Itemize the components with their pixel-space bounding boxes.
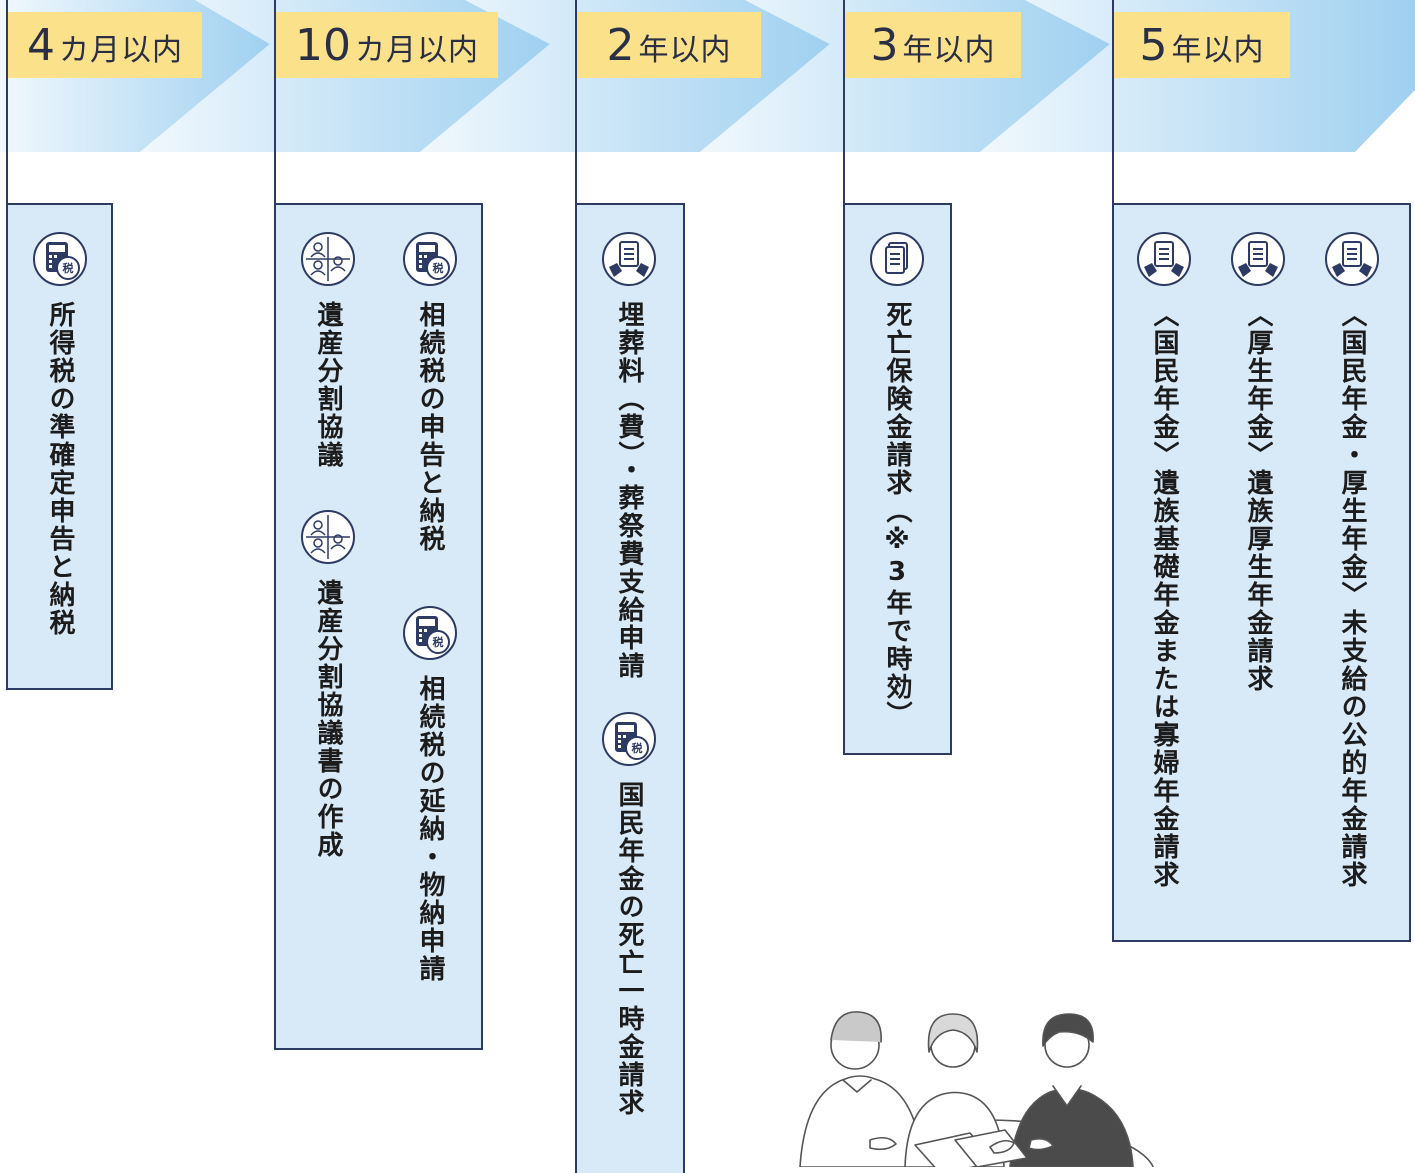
family-consultation-illustration bbox=[799, 1011, 1155, 1167]
document-hand-icon bbox=[1230, 231, 1286, 287]
task-text: 所得税の準確定申告と納税 bbox=[45, 301, 75, 637]
task-text: 遺産分割協議 bbox=[313, 301, 343, 469]
tax-calculator-icon: 税 bbox=[601, 711, 657, 767]
period-unit: カ月以内 bbox=[59, 33, 183, 68]
task-box-2-years: 埋葬料（費）・葬祭費支給申請 税 国民年金の死亡一時金請求 bbox=[575, 203, 685, 1173]
svg-text:税: 税 bbox=[632, 741, 643, 755]
period-number: 2 bbox=[606, 20, 635, 71]
people-meeting-icon bbox=[300, 509, 356, 565]
task-box-3-years: 死亡保険金請求（※3年で時効） bbox=[843, 203, 952, 755]
period-number: 3 bbox=[870, 20, 899, 71]
task-text: 国民年金の死亡一時金請求 bbox=[614, 781, 644, 1117]
period-number: 5 bbox=[1139, 20, 1168, 71]
document-hand-icon bbox=[1324, 231, 1380, 287]
task-box-5-years: 〈国民年金・厚生年金〉未支給の公的年金請求 〈厚生年金〉遺族厚生年金請求 〈国民… bbox=[1112, 203, 1411, 942]
tax-calculator-icon: 税 bbox=[32, 231, 88, 287]
period-label-2-years: 2 年以内 bbox=[577, 12, 761, 78]
paper-stack-icon bbox=[869, 231, 925, 287]
period-unit: 年以内 bbox=[902, 33, 996, 68]
task-text: 遺産分割協議書の作成 bbox=[313, 579, 343, 859]
tax-calculator-icon: 税 bbox=[402, 605, 458, 661]
task-box-4-months: 税 所得税の準確定申告と納税 bbox=[6, 203, 113, 690]
period-label-5-years: 5 年以内 bbox=[1114, 12, 1290, 78]
period-unit: 年以内 bbox=[1171, 33, 1265, 68]
period-number: 10 bbox=[295, 20, 351, 71]
period-number: 4 bbox=[27, 20, 55, 71]
svg-text:税: 税 bbox=[433, 635, 444, 649]
tax-calculator-icon: 税 bbox=[402, 231, 458, 287]
task-text: 死亡保険金請求（※3年で時効） bbox=[882, 301, 912, 729]
task-text: 〈国民年金〉遺族基礎年金または寡婦年金請求 bbox=[1149, 301, 1179, 889]
period-unit: カ月以内 bbox=[355, 33, 479, 68]
task-text: 相続税の延納・物納申請 bbox=[415, 675, 445, 983]
svg-text:税: 税 bbox=[63, 261, 74, 275]
period-unit: 年以内 bbox=[638, 33, 732, 68]
task-text: 埋葬料（費）・葬祭費支給申請 bbox=[614, 301, 644, 680]
people-meeting-icon bbox=[300, 231, 356, 287]
document-hand-icon bbox=[1136, 231, 1192, 287]
svg-text:税: 税 bbox=[433, 261, 444, 275]
task-text: 相続税の申告と納税 bbox=[415, 301, 445, 553]
period-label-3-years: 3 年以内 bbox=[845, 12, 1021, 78]
task-text: 〈国民年金・厚生年金〉未支給の公的年金請求 bbox=[1337, 301, 1367, 889]
period-label-10-months: 10 カ月以内 bbox=[276, 12, 498, 78]
period-label-4-months: 4 カ月以内 bbox=[8, 12, 202, 78]
task-box-10-months: 税 相続税の申告と納税 遺産分割協議 税 相続税の延納・物納申請 遺産分割協議書… bbox=[274, 203, 483, 1050]
document-hand-icon bbox=[601, 231, 657, 287]
task-text: 〈厚生年金〉遺族厚生年金請求 bbox=[1243, 301, 1273, 693]
